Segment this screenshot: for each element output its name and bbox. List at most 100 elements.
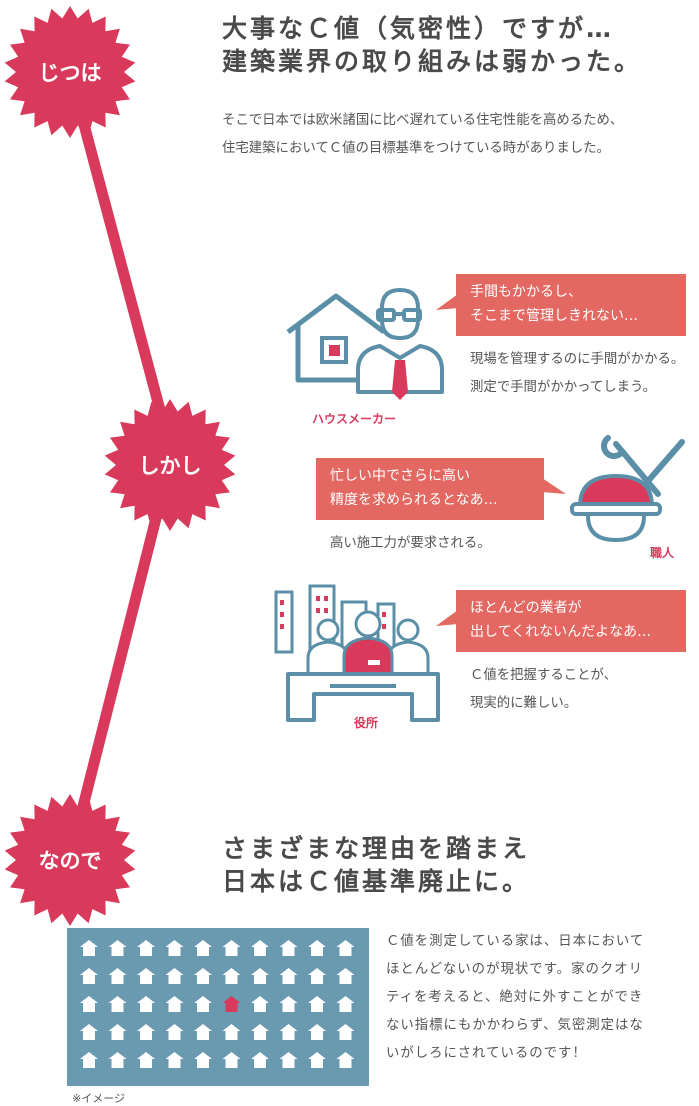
house-icon: [279, 940, 298, 956]
office-illustration: [274, 584, 440, 722]
house-icon: [222, 968, 241, 984]
house-icon: [108, 1024, 127, 1040]
house-icon: [308, 996, 326, 1012]
house-icon: [108, 996, 127, 1012]
burst-badge-jitsuha: [4, 6, 136, 138]
house-icon: [137, 940, 155, 956]
image-note: ※イメージ: [72, 1092, 125, 1105]
house-icon: [165, 1052, 184, 1068]
section3-heading-line1: さまざまな理由を踏まえ: [222, 834, 531, 863]
house-icon: [279, 1024, 298, 1040]
section3-body-line1: Ｃ値を測定している家は、日本において: [386, 934, 645, 949]
house-icon: [80, 1024, 98, 1040]
house-icon: [137, 1024, 155, 1040]
office-role-label: 役所: [354, 716, 379, 730]
house-icon: [336, 1024, 355, 1040]
house-icon: [251, 1052, 269, 1068]
housemaker-speech-line1: 手間もかかるし、: [470, 284, 582, 300]
housemaker-illustration: [286, 288, 444, 400]
house-icon: [80, 996, 98, 1012]
house-icon: [286, 293, 386, 383]
house-icon: [251, 968, 269, 984]
office-speech-bubble: ほとんどの業者が 出してくれないんだよなあ…: [456, 590, 686, 652]
house-icon: [108, 968, 127, 984]
house-icon: [336, 968, 355, 984]
housemaker-desc: 現場を管理するのに手間がかかる。 測定で手間がかかってしまう。: [470, 346, 684, 402]
house-icon: [80, 940, 98, 956]
section1-body: そこで日本では欧米諸国に比べ遅れている住宅性能を高めるため、 住宅建築においてＣ…: [222, 107, 623, 163]
craftsman-speech-line2: 精度を求められるとなあ…: [330, 492, 498, 508]
house-icon: [251, 940, 269, 956]
housemaker-speech-line2: そこまで管理しきれない…: [470, 308, 638, 324]
house-window-icon: [320, 336, 348, 364]
house-icon: [279, 968, 298, 984]
craftsman-speech-line1: 忙しい中でさらに高い: [330, 468, 470, 484]
highlighted-house-icon: [222, 996, 241, 1012]
office-speech-line1: ほとんどの業者が: [470, 600, 582, 616]
section1-heading-line2: 建築業界の取り組みは弱かった。: [222, 47, 643, 76]
section3-body-line4: ない指標にもかかわらず、気密測定はな: [386, 1018, 644, 1033]
craftsman-desc-line1: 高い施工力が要求される。: [330, 536, 491, 551]
house-grid: [80, 940, 355, 1068]
house-icon: [165, 996, 184, 1012]
burst-label-nanode: なので: [38, 849, 102, 873]
burst-badge-shikashi: [104, 399, 236, 531]
housemaker-desc-line2: 測定で手間がかかってしまう。: [470, 380, 656, 395]
house-icon: [165, 968, 184, 984]
house-icon: [251, 996, 269, 1012]
house-icon: [279, 996, 298, 1012]
burst-badge-nanode: [4, 794, 136, 926]
section3-body-line2: ほとんどないのが現状です。家のクオリ: [386, 962, 644, 977]
house-icon: [222, 940, 241, 956]
house-icon: [308, 968, 326, 984]
house-icon: [108, 940, 127, 956]
house-icon: [279, 1052, 298, 1068]
housemaker-bubble-tail: [436, 294, 458, 310]
house-icon: [194, 940, 212, 956]
section3-body: Ｃ値を測定している家は、日本において ほとんどないのが現状です。家のクオリ ティ…: [386, 928, 644, 1068]
house-icon: [194, 996, 212, 1012]
house-icon: [336, 1052, 355, 1068]
housemaker-speech-bubble: 手間もかかるし、 そこまで管理しきれない…: [456, 274, 686, 336]
house-icon: [80, 1052, 98, 1068]
craftsman-role-label: 職人: [650, 546, 675, 560]
craftsman-illustration: [570, 435, 685, 543]
house-icon: [308, 940, 326, 956]
office-desc-line2: 現実的に難しい。: [470, 696, 578, 711]
house-icon: [336, 940, 355, 956]
house-icon: [222, 1052, 241, 1068]
office-bubble-tail: [436, 610, 458, 626]
house-icon: [165, 940, 184, 956]
section3-heading-line2: 日本はＣ値基準廃止に。: [222, 867, 531, 896]
house-icon: [336, 996, 355, 1012]
office-desc: Ｃ値を把握することが、 現実的に難しい。: [470, 662, 617, 718]
house-icon: [308, 1052, 326, 1068]
section1-heading: 大事なＣ値（気密性）ですが… 建築業界の取り組みは弱かった。: [222, 12, 642, 78]
house-grid-panel: [67, 928, 369, 1086]
craftsman-desc: 高い施工力が要求される。: [330, 530, 491, 558]
wrench-icon: [601, 435, 661, 497]
section1-heading-line1: 大事なＣ値（気密性）ですが…: [222, 14, 615, 43]
house-icon: [308, 1024, 326, 1040]
burst-label-shikashi: しかし: [138, 454, 202, 478]
businessman-icon: [356, 288, 444, 394]
helmet-icon: [570, 473, 662, 543]
house-icon: [194, 1024, 212, 1040]
section3-body-line5: いがしろにされているのです！: [386, 1046, 587, 1061]
office-speech-line2: 出してくれないんだよなあ…: [470, 624, 652, 640]
section3-heading: さまざまな理由を踏まえ 日本はＣ値基準廃止に。: [222, 832, 530, 898]
house-icon: [251, 1024, 269, 1040]
section1-body-line1: そこで日本では欧米諸国に比べ遅れている住宅性能を高めるため、: [222, 113, 624, 128]
house-icon: [222, 1024, 241, 1040]
house-icon: [194, 1052, 212, 1068]
house-icon: [194, 968, 212, 984]
house-icon: [80, 968, 98, 984]
house-icon: [165, 1024, 184, 1040]
desk-icon: [286, 672, 440, 722]
housemaker-role-label: ハウスメーカー: [312, 412, 397, 426]
burst-label-jitsuha: じつは: [38, 61, 102, 85]
house-icon: [137, 1052, 155, 1068]
section1-body-line2: 住宅建築においてＣ値の目標基準をつけている時がありました。: [222, 141, 610, 156]
house-icon: [137, 968, 155, 984]
house-icon: [137, 996, 155, 1012]
